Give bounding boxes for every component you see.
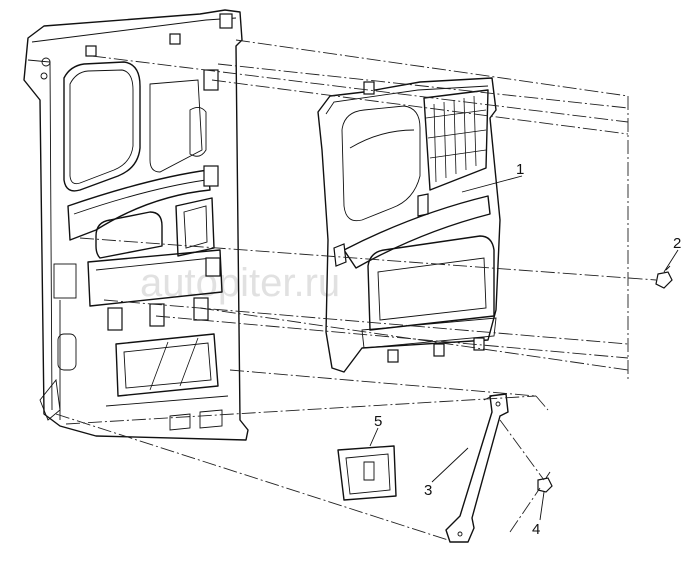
- callout-5-label: 5: [374, 413, 382, 430]
- assembly-lines: [55, 39, 657, 541]
- watermark-text: autopiter.ru: [140, 261, 340, 305]
- callout-2-label: 2: [673, 235, 681, 252]
- callout-5: 5: [369, 413, 382, 447]
- support-bracket-3: [445, 393, 509, 543]
- screw-4: [537, 471, 553, 493]
- callout-4-label: 4: [532, 521, 540, 538]
- callout-3: 3: [424, 447, 469, 499]
- callout-3-label: 3: [424, 482, 432, 499]
- callout-1-label: 1: [516, 161, 524, 178]
- door-inner-panel: [23, 9, 249, 441]
- trim-panel: [317, 77, 501, 373]
- cover-plate-5: [337, 445, 397, 501]
- callout-2: 2: [663, 235, 681, 273]
- callout-1: 1: [461, 161, 524, 193]
- fastener-clip-2: [655, 265, 673, 289]
- callout-4: 4: [532, 491, 545, 538]
